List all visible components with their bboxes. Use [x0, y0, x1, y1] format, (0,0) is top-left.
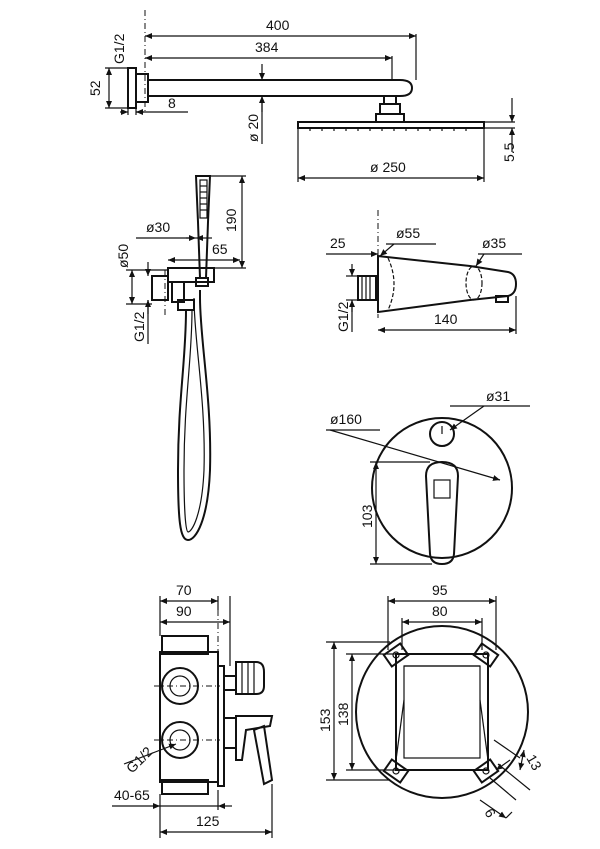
spout-thread — [357, 275, 377, 301]
dim-holder-dia-30-label: ø30 — [146, 219, 170, 235]
dim-80-label: 80 — [432, 603, 448, 619]
dim-138-label: 138 — [335, 702, 351, 726]
side-diverter-knob — [235, 661, 265, 695]
dim-plate-dia-31-label: ø31 — [486, 388, 510, 404]
dim-190-label: 190 — [223, 208, 239, 232]
dim-8-label: 8 — [168, 95, 176, 111]
dim-70-label: 70 — [176, 582, 192, 598]
thread-box-label: G1/2 — [123, 743, 156, 776]
mixer-lever — [424, 460, 460, 566]
concealed-body-view: 95 80 153 138 13 6 — [317, 582, 545, 820]
spout-body — [377, 254, 518, 314]
side-mixer-lever — [235, 715, 274, 761]
dim-400-label: 400 — [266, 17, 290, 33]
hose — [176, 290, 212, 542]
dim-90-label: 90 — [176, 603, 192, 619]
dim-125-label: 125 — [196, 813, 220, 829]
dim-6-label: 6 — [481, 806, 499, 821]
bath-spout-view: 25 ø55 ø35 G1/2 140 — [326, 210, 522, 334]
dim-head-250-label: ø 250 — [370, 159, 406, 175]
wall-flange — [127, 67, 137, 109]
dim-95-label: 95 — [432, 582, 448, 598]
wall-plate-view: ø31 ø160 103 — [326, 388, 530, 566]
thread-holder-label: G1/2 — [131, 311, 147, 342]
shower-arm-view: 400 384 G1/2 52 8 ø 20 ø 250 5.5 — [87, 10, 517, 182]
hand-shower-view: 190 ø30 65 ø50 G1/2 — [115, 175, 246, 542]
dim-head-thick-label: 5.5 — [501, 142, 517, 162]
dim-holder-dia-50-label: ø50 — [115, 244, 131, 268]
dim-40-65-label: 40-65 — [114, 787, 150, 803]
dim-65-label: 65 — [212, 241, 228, 257]
dim-140-label: 140 — [434, 311, 458, 327]
diverter-knob — [429, 421, 455, 447]
shower-head-nozzles — [309, 128, 467, 131]
thread-top-label: G1/2 — [111, 33, 127, 64]
dim-13 — [518, 749, 526, 771]
wall-plate — [371, 417, 513, 559]
dim-arm-dia-label: ø 20 — [245, 114, 261, 142]
hand-shower — [194, 175, 212, 279]
dim-153-label: 153 — [317, 708, 333, 732]
concealed-box-view: 70 90 G1/2 40-65 125 — [112, 582, 274, 838]
dim-52-label: 52 — [87, 80, 103, 96]
shower-head — [297, 121, 485, 129]
dim-103-label: 103 — [359, 504, 375, 528]
body-frame — [395, 653, 489, 771]
dim-13-label: 13 — [523, 752, 545, 774]
dim-spout-dia-55-label: ø55 — [396, 225, 420, 241]
dim-plate-dia-160-label: ø160 — [330, 411, 362, 427]
dim-384-label: 384 — [255, 39, 279, 55]
body-circle — [355, 625, 529, 799]
dim-spout-dia-35-label: ø35 — [482, 235, 506, 251]
mounting-lugs — [382, 642, 500, 784]
dim-plate-160 — [329, 429, 501, 481]
dim-25-label: 25 — [330, 235, 346, 251]
thread-spout-label: G1/2 — [335, 301, 351, 332]
